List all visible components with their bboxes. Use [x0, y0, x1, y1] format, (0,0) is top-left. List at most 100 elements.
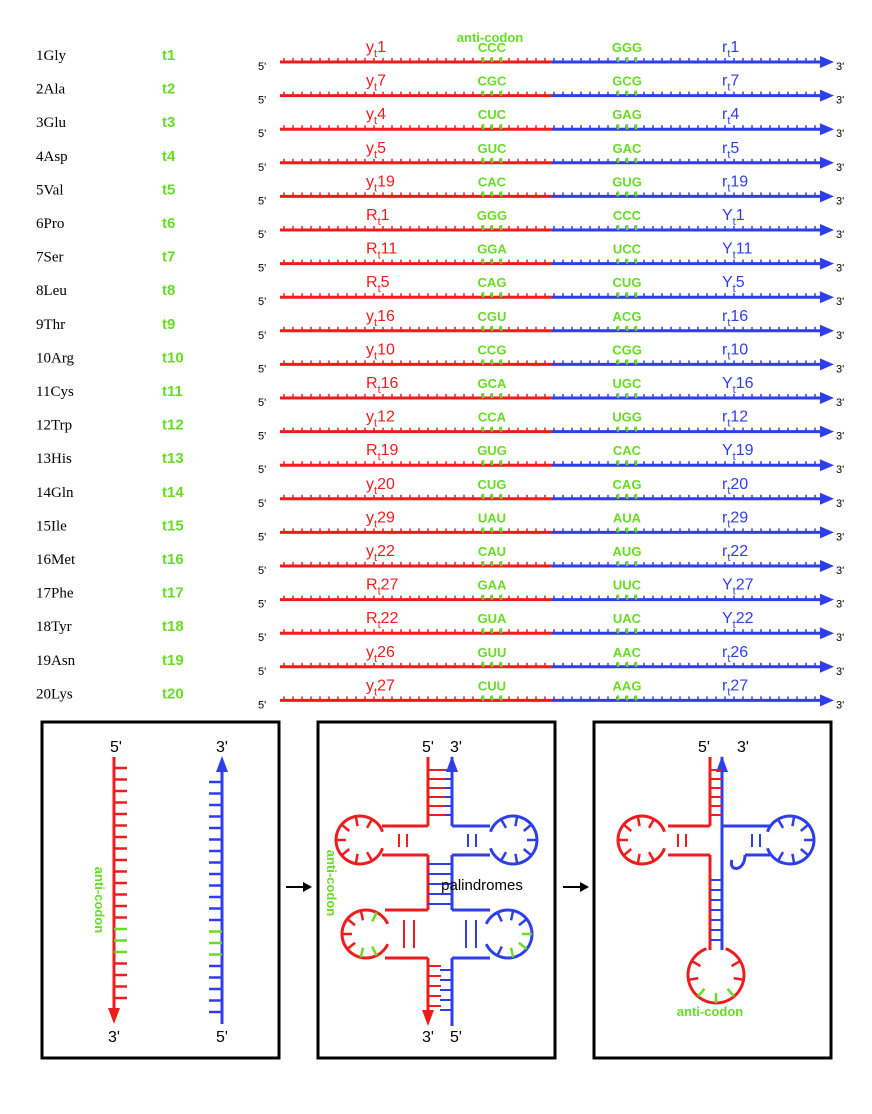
five-prime-label: 5' [258, 296, 266, 308]
red-strand-label: Rt5 [366, 274, 390, 295]
amino-acid-label: 14Gln [36, 485, 74, 501]
red-strand-number: 11 [381, 241, 398, 258]
panel-linear-strands: 5' 3' 3' 5' anti-codon [40, 720, 281, 1060]
blue-strand-label: Yt27 [722, 577, 754, 598]
red-strand-label: yt1 [366, 39, 386, 60]
blue-strand-label: rt16 [722, 308, 748, 329]
anticodon-text: CUC [478, 107, 507, 122]
strand-arrowhead [820, 459, 834, 472]
subscript: t [727, 418, 730, 430]
five-prime-label: 5' [258, 128, 266, 140]
base-tick [647, 818, 656, 829]
five-prime-label: 5' [258, 599, 266, 611]
red-strand-number: 22 [381, 610, 399, 627]
red-strand-label: yt7 [366, 73, 386, 94]
subscript: t [727, 350, 730, 362]
red-strand-label: Rt1 [366, 207, 390, 228]
red-strand-number: 27 [381, 577, 399, 594]
subscript: t [727, 485, 730, 497]
five-prime-label: 5' [258, 464, 266, 476]
base-tick [647, 851, 656, 862]
trna-label: t15 [162, 517, 184, 534]
panel-cloverleaf: 5' 3' anti-codon [592, 720, 833, 1060]
blue-strand-label: Yt22 [722, 610, 754, 631]
red-strand-number: 27 [377, 677, 395, 694]
anticodon-text: CUU [478, 678, 506, 693]
base-tick [514, 853, 519, 864]
red-strand-number: 4 [377, 106, 386, 123]
blue-arm-upper [452, 824, 490, 857]
blue-t-loop [766, 814, 816, 866]
p1-anticodon-label: anti-codon [92, 867, 107, 933]
red-strand-number: 10 [377, 341, 395, 358]
codon-text: UGC [613, 376, 643, 391]
subscript: t [378, 384, 381, 396]
red-strand-number: 22 [377, 543, 395, 560]
p3-structure [616, 756, 816, 1005]
trna-label: t17 [162, 585, 184, 602]
blue-strand-number: 27 [730, 677, 748, 694]
base-tick [622, 823, 633, 832]
blue-strand-number: 22 [736, 610, 754, 627]
subscript: t [374, 518, 377, 530]
three-prime-label: 3' [836, 599, 844, 611]
p1-blue-three-end: 3' [216, 739, 228, 756]
red-strand-label: yt10 [366, 341, 395, 362]
red-strand-number: 7 [377, 73, 386, 90]
p2-blue-three-end: 3' [450, 739, 462, 756]
transition-arrow-2 [563, 882, 589, 892]
base-tick [688, 976, 699, 982]
five-prime-label: 5' [258, 666, 266, 678]
red-arrowhead [422, 1010, 434, 1026]
three-prime-label: 3' [836, 565, 844, 577]
codon-text: CCC [613, 208, 642, 223]
red-strand-number: 29 [377, 509, 395, 526]
subscript: t [374, 317, 377, 329]
red-strand-number: 16 [377, 308, 395, 325]
base-tick [791, 853, 796, 864]
strand-arrowhead [820, 190, 834, 203]
amino-acid-label: 20Lys [36, 686, 73, 702]
base-tick [799, 823, 810, 832]
red-strand-number: 12 [377, 409, 395, 426]
anticodon-tick [697, 987, 706, 998]
trna-label: t8 [162, 282, 175, 299]
codon-text: GGG [612, 40, 642, 55]
five-prime-label: 5' [258, 699, 266, 711]
three-prime-label: 3' [836, 498, 844, 510]
base-tick [776, 818, 785, 829]
p2-anticodon-label: anti-codon [324, 850, 339, 916]
anticodon-tick [371, 911, 378, 922]
amino-acid-label: 4Asp [36, 149, 68, 165]
three-prime-label: 3' [836, 95, 844, 107]
anticodon-tick [726, 987, 735, 998]
p1-red-five-end: 5' [110, 739, 122, 756]
base-tick [496, 946, 503, 957]
amino-acid-label: 7Ser [36, 250, 64, 266]
subscript: t [727, 115, 730, 127]
blue-strand-label: rt29 [722, 509, 748, 530]
subscript: t [378, 250, 381, 262]
blue-strand-number: 26 [730, 644, 748, 661]
strand-arrowhead [820, 526, 834, 539]
three-prime-label: 3' [836, 699, 844, 711]
blue-arrowhead [716, 756, 728, 772]
codon-text: CAG [613, 477, 642, 492]
amino-acid-label: 17Phe [36, 586, 74, 602]
blue-strand-number: 20 [730, 476, 748, 493]
codon-text: UGG [612, 410, 642, 425]
blue-loop-lower [484, 908, 534, 960]
blue-strand-label: rt12 [722, 409, 748, 430]
red-loop-lower [340, 908, 390, 960]
subscript: t [374, 182, 377, 194]
red-d-loop [616, 814, 666, 866]
subscript: t [374, 350, 377, 362]
subscript: t [727, 552, 730, 564]
base-tick [346, 918, 356, 927]
